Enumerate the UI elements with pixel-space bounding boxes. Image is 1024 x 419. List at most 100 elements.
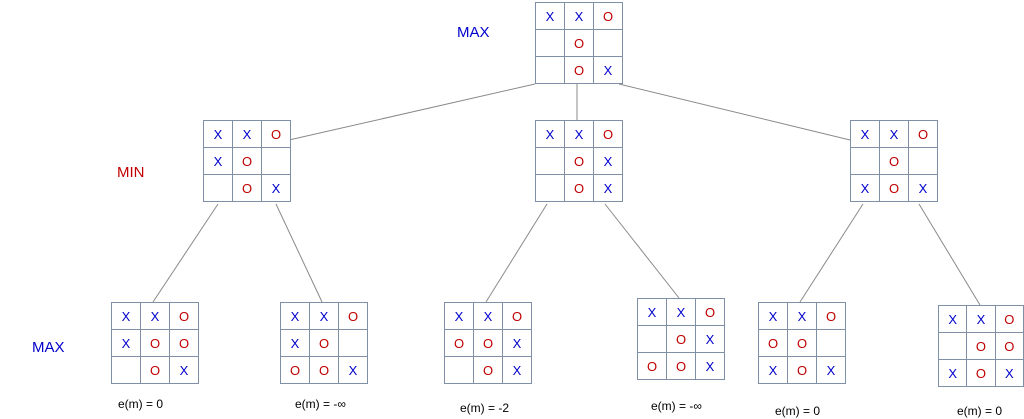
board-cell: X [593,174,623,202]
board-cell: O [787,329,817,357]
board-cell: O [666,325,696,353]
board-cell: X [695,325,725,353]
board-cell [908,147,938,175]
board-cell: O [879,147,909,175]
board-cell: X [564,2,594,30]
board-cell: O [338,302,368,330]
board-cell [535,56,565,84]
eval-leaf-5: e(m) = 0 [775,404,821,418]
board-cell: X [787,302,817,330]
board-cell [535,174,565,202]
board-cell: X [502,329,532,357]
edge-mid3-leaf6 [918,203,981,306]
edge-mid1-leaf2 [275,203,323,303]
board-cell: O [261,120,291,148]
board-cell: O [564,147,594,175]
edge-mid3-leaf5 [799,203,864,303]
board-cell: X [473,302,503,330]
board-cell: O [966,332,996,360]
board-cell: O [564,29,594,57]
board-cell [535,147,565,175]
board-cell: O [695,298,725,326]
board-cell: O [966,359,996,387]
board-cell: O [879,174,909,202]
level-label-max-root: MAX [457,24,490,41]
board-cell: O [908,120,938,148]
board-cell [261,147,291,175]
eval-leaf-2: e(m) = -∞ [295,397,346,411]
board-cell [937,332,968,360]
edge-root-mid1 [288,83,536,141]
eval-leaf-6: e(m) = 0 [957,404,1003,418]
board-cell: X [280,302,310,330]
board-cell: O [994,332,1024,360]
board-cell: X [937,305,968,333]
board-cell: X [338,356,368,384]
board-cell: O [169,302,199,330]
board-cell: O [502,302,532,330]
board-cell: O [232,174,262,202]
level-label-max-leaves: MAX [32,339,65,356]
eval-leaf-4: e(m) = -∞ [651,399,702,413]
board-cell: O [473,329,503,357]
board-cell: O [787,356,817,384]
board-cell: X [850,120,880,148]
board-cell: O [140,329,170,357]
board-cell [338,329,368,357]
board-cell: O [473,356,503,384]
board-cell: O [637,352,667,380]
board-cell: X [169,356,199,384]
board-cell: X [758,302,788,330]
edge-root-mid3 [618,83,851,141]
board-cell: X [908,174,938,202]
board-cell: X [758,356,788,384]
board-cell: X [111,329,141,357]
eval-leaf-1: e(m) = 0 [118,397,164,411]
board-cell [850,147,880,175]
board-cell: X [203,120,233,148]
board-cell: O [169,329,199,357]
board-cell: O [994,305,1024,333]
board-cell: O [309,329,339,357]
board-cell: X [280,329,310,357]
board-cell: O [564,174,594,202]
board-cell: O [444,329,474,357]
board-cell [593,29,623,57]
board-cell: O [564,56,594,84]
board-cell: X [203,147,233,175]
board-cell: O [758,329,788,357]
board-cell: X [593,147,623,175]
board-cell: X [966,305,996,333]
board-cell: X [666,298,696,326]
board-cell [816,329,846,357]
edge-mid2-leaf3 [485,203,548,303]
board-cell: X [535,120,565,148]
board-cell: X [261,174,291,202]
board-cell: O [666,352,696,380]
board-cell [111,356,141,384]
board-cell: O [593,120,623,148]
edge-mid1-leaf1 [152,203,219,303]
board-cell: O [593,2,623,30]
board-cell: X [937,359,968,387]
board-cell: X [994,359,1024,387]
board-cell [203,174,233,202]
edge-mid2-leaf4 [604,203,680,299]
board-cell: X [232,120,262,148]
board-cell: X [309,302,339,330]
board-cell: X [564,120,594,148]
board-cell: X [535,2,565,30]
board-cell: X [850,174,880,202]
board-cell: O [816,302,846,330]
